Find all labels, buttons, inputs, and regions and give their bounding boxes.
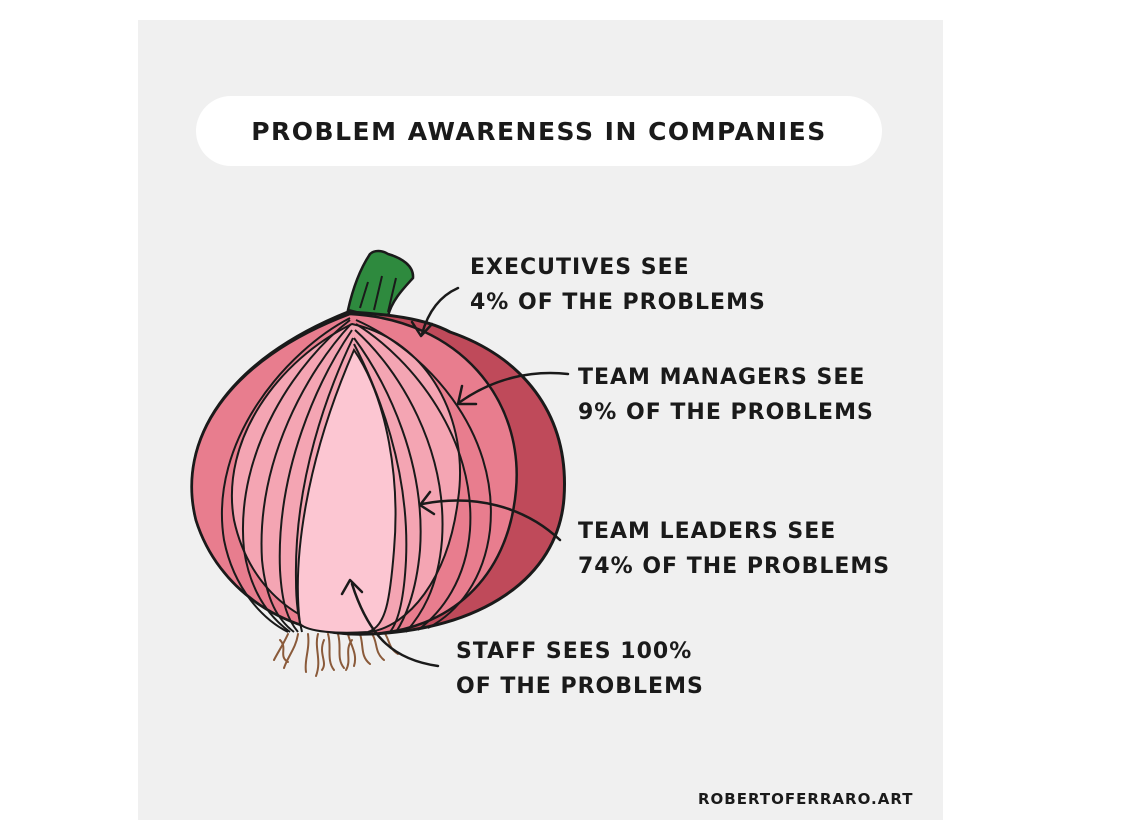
arrow-team-managers xyxy=(456,371,570,406)
label-team-leaders: TEAM LEADERS SEE 74% OF THE PROBLEMS xyxy=(578,514,890,584)
label-executives: EXECUTIVES SEE 4% OF THE PROBLEMS xyxy=(470,250,766,320)
title-banner: PROBLEM AWARENESS IN COMPANIES xyxy=(196,96,882,166)
arrow-team-leaders xyxy=(418,490,562,542)
label-team-managers: TEAM MANAGERS SEE 9% OF THE PROBLEMS xyxy=(578,360,874,430)
artist-credit: ROBERTOFERRARO.ART xyxy=(698,790,914,808)
label-executives-line2: 4% OF THE PROBLEMS xyxy=(470,290,766,315)
label-arrows xyxy=(340,286,570,668)
label-team-leaders-line2: 74% OF THE PROBLEMS xyxy=(578,554,891,579)
arrow-staff xyxy=(340,578,440,668)
label-staff-line2: OF THE PROBLEMS xyxy=(456,674,704,699)
label-staff-line1: STAFF SEES 100% xyxy=(456,639,693,664)
onion-illustration xyxy=(190,249,570,677)
label-executives-line1: EXECUTIVES SEE xyxy=(470,255,690,280)
label-staff: STAFF SEES 100% OF THE PROBLEMS xyxy=(456,634,704,704)
page-title: PROBLEM AWARENESS IN COMPANIES xyxy=(251,116,827,146)
illustration-panel: PROBLEM AWARENESS IN COMPANIES xyxy=(138,20,943,820)
label-team-managers-line1: TEAM MANAGERS SEE xyxy=(578,365,866,390)
onion-core xyxy=(296,347,397,634)
label-team-leaders-line1: TEAM LEADERS SEE xyxy=(578,519,837,544)
onion-roots xyxy=(273,631,399,677)
arrow-executives xyxy=(410,286,460,338)
label-team-managers-line2: 9% OF THE PROBLEMS xyxy=(578,400,874,425)
